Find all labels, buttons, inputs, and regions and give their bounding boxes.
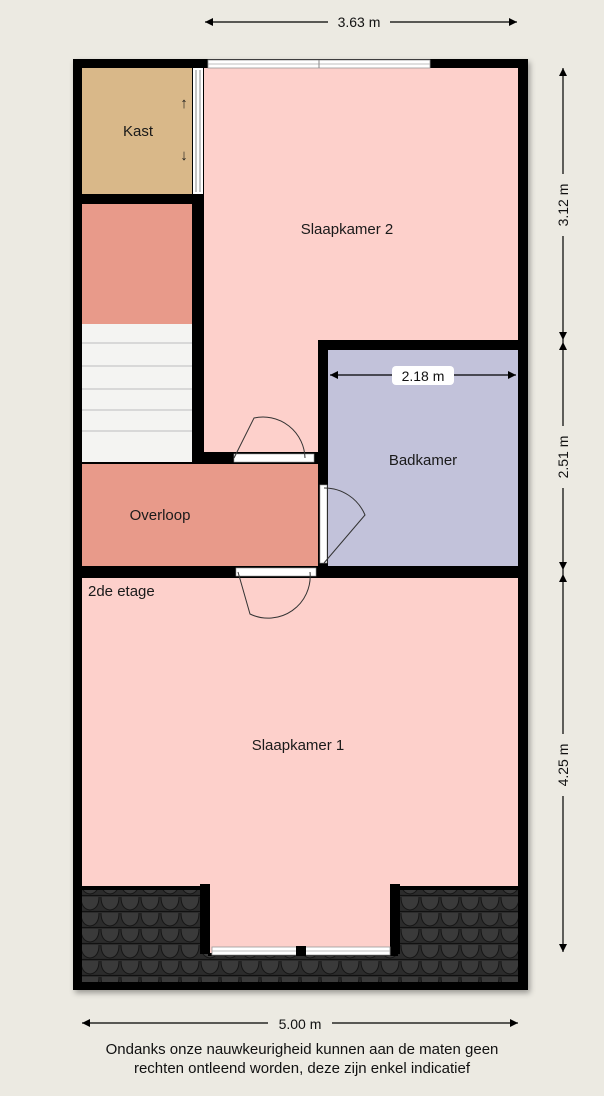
dimension-right-upper-bg <box>553 174 573 236</box>
roof-tiles-bottom <box>208 956 398 982</box>
dimension-right-middle-bg <box>553 426 573 488</box>
label-slaapkamer-1: Slaapkamer 1 <box>252 737 345 754</box>
label-badkamer: Badkamer <box>389 452 457 469</box>
disclaimer: Ondanks onze nauwkeurigheid kunnen aan d… <box>0 1040 604 1078</box>
dimension-bathroom-label: 2.18 m <box>402 368 445 384</box>
svg-text:↑: ↑ <box>180 95 188 112</box>
dimension-right-middle-label: 2.51 m <box>555 436 571 479</box>
window-bottom <box>211 946 391 956</box>
dimension-bottom-label-bg <box>268 1013 332 1033</box>
disclaimer-line-1: Ondanks onze nauwkeurigheid kunnen aan d… <box>105 1041 499 1058</box>
stairs <box>82 324 192 462</box>
door-slaapkamer-1 <box>235 567 317 619</box>
room-kast <box>82 68 192 194</box>
room-slaapkamer-1 <box>82 578 518 953</box>
dimension-right-upper-label: 3.12 m <box>555 184 571 227</box>
closet-sliding-door: ↑ ↓ <box>180 68 203 194</box>
door-slaapkamer-2 <box>233 416 315 463</box>
dimension-bathroom-label-bg <box>392 366 454 385</box>
roof-tiles-left <box>82 890 208 982</box>
svg-text:↓: ↓ <box>180 147 188 164</box>
roof-tiles-right <box>398 890 518 982</box>
dimension-right-lower-label: 4.25 m <box>555 744 571 787</box>
label-kast: Kast <box>123 123 154 140</box>
dimension-top-label-bg <box>328 12 390 32</box>
floor-label: 2de etage <box>88 583 155 600</box>
room-slaapkamer-2 <box>204 68 518 452</box>
room-badkamer <box>328 350 518 566</box>
window-top <box>207 59 431 69</box>
dimension-right-lower-bg <box>553 734 573 796</box>
dimension-top-label: 3.63 m <box>338 14 381 30</box>
label-slaapkamer-2: Slaapkamer 2 <box>301 221 394 238</box>
dimension-bottom-label: 5.00 m <box>279 1016 322 1032</box>
room-stair-landing <box>82 204 192 324</box>
label-overloop: Overloop <box>130 507 191 524</box>
door-badkamer <box>319 484 366 564</box>
room-overloop <box>82 464 318 566</box>
disclaimer-line-2: rechten ontleend worden, deze zijn enkel… <box>133 1060 471 1077</box>
